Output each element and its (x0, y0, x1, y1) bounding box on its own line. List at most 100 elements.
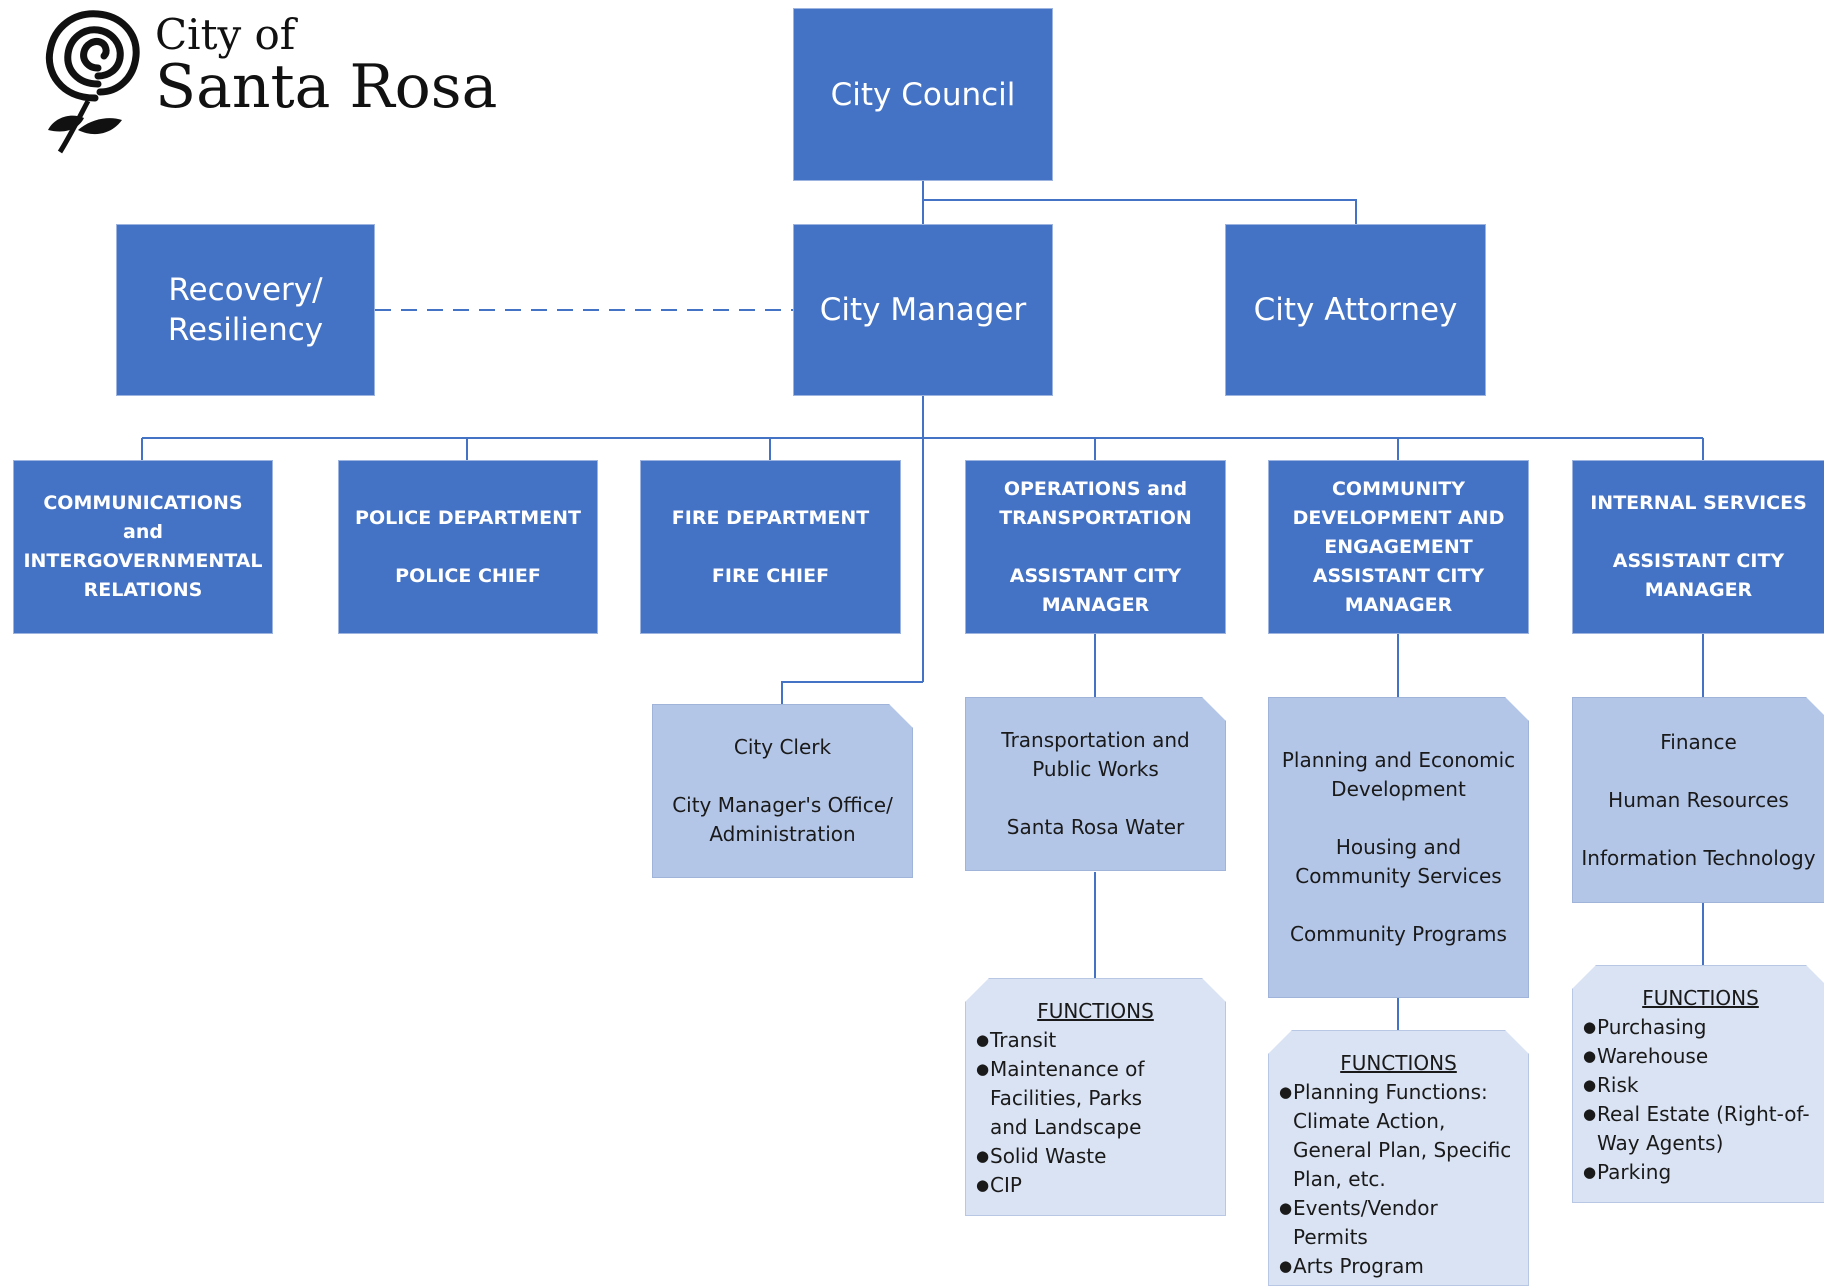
human-resources-label: Human Resources (1608, 787, 1789, 812)
internal-services-name: INTERNAL SERVICES (1590, 492, 1807, 514)
housing-line: Community Services (1295, 864, 1502, 888)
connector-manager-clerk (781, 681, 923, 705)
communications-line: and (123, 521, 163, 543)
function-item: Transit (976, 1026, 1215, 1055)
functions-title: FUNCTIONS (1037, 999, 1154, 1023)
function-item-text: Solid Waste (990, 1144, 1107, 1168)
city-manager-box: City Manager (793, 224, 1053, 396)
internal-functions-box: FUNCTIONS PurchasingWarehouseRiskReal Es… (1572, 965, 1824, 1203)
city-council-label: City Council (830, 76, 1016, 113)
community-functions-list: Planning Functions: Climate Action, Genera… (1279, 1078, 1518, 1281)
functions-title: FUNCTIONS (1340, 1051, 1457, 1075)
operations-functions-box: FUNCTIONS TransitMaintenance of Facilitie… (965, 978, 1226, 1216)
community-programs-label: Community Programs (1290, 922, 1507, 946)
fire-dept-head: FIRE CHIEF (711, 564, 830, 587)
operations-head-line: ASSISTANT CITY (1009, 564, 1182, 587)
function-item: Arts Program (1279, 1252, 1518, 1281)
community-line: DEVELOPMENT AND (1292, 506, 1505, 529)
cmo-line: Administration (709, 822, 856, 846)
city-clerk-label: City Clerk (733, 735, 832, 759)
function-item: Purchasing (1583, 1013, 1818, 1042)
function-item: CIP (976, 1171, 1215, 1200)
function-item: Real Estate (Right-of- Way Agents) (1583, 1100, 1818, 1158)
police-dept-head: POLICE CHIEF (395, 564, 541, 587)
community-line: COMMUNITY (1331, 477, 1466, 500)
recovery-label-line2: Resiliency (167, 312, 324, 348)
function-item: Risk (1583, 1071, 1818, 1100)
function-item-text: Purchasing (1597, 1015, 1707, 1039)
cmo-line: City Manager's Office/ (672, 793, 893, 817)
function-item-text: Parking (1597, 1160, 1672, 1184)
internal-head-line: ASSISTANT CITY (1612, 550, 1785, 572)
community-line: ASSISTANT CITY (1312, 564, 1485, 587)
communications-line: COMMUNICATIONS (43, 492, 243, 514)
dept-internal-services-box: INTERNAL SERVICES ASSISTANT CITY MANAGER (1572, 460, 1824, 634)
operations-head-line: MANAGER (1041, 593, 1150, 616)
tpw-line: Transportation and (1001, 728, 1190, 752)
function-item-text: Real Estate (Right-of- (1597, 1102, 1810, 1126)
city-logo: City of Santa Rosa (40, 6, 497, 156)
function-item-text: Arts Program (1293, 1254, 1424, 1278)
planning-line: Planning and Economic (1281, 748, 1516, 772)
police-dept-name: POLICE DEPARTMENT (355, 506, 581, 529)
recovery-resiliency-box: Recovery/ Resiliency (116, 224, 375, 396)
planning-line: Development (1331, 777, 1466, 801)
finance-label: Finance (1660, 729, 1737, 754)
function-item: Planning Functions: Climate Action, Genera… (1279, 1078, 1518, 1194)
dept-fire-box: FIRE DEPARTMENT FIRE CHIEF (640, 460, 901, 634)
city-manager-label: City Manager (819, 292, 1027, 328)
function-item-text: Warehouse (1597, 1044, 1709, 1068)
operations-name-line: TRANSPORTATION (999, 506, 1192, 529)
function-item-text: CIP (990, 1173, 1022, 1197)
function-item: Solid Waste (976, 1142, 1215, 1171)
connector-council-attorney (923, 199, 1357, 225)
rose-icon (45, 10, 140, 154)
function-item: Warehouse (1583, 1042, 1818, 1071)
santa-rosa-water-label: Santa Rosa Water (1006, 815, 1185, 839)
city-attorney-box: City Attorney (1225, 224, 1486, 396)
city-clerk-box: City Clerk City Manager's Office/ Admini… (652, 704, 913, 878)
recovery-label-line1: Recovery/ (168, 272, 323, 308)
function-item-text: Maintenance of (990, 1057, 1145, 1081)
housing-line: Housing and (1335, 835, 1462, 859)
function-item-text: Planning Functions: (1293, 1080, 1488, 1104)
function-item-text: and Landscape (990, 1115, 1142, 1139)
city-attorney-label: City Attorney (1253, 292, 1458, 328)
information-technology-label: Information Technology (1581, 845, 1816, 870)
function-item-text: Plan, etc. (1293, 1167, 1386, 1191)
communications-line: INTERGOVERNMENTAL (23, 550, 263, 572)
dept-communications-box: COMMUNICATIONS and INTERGOVERNMENTAL REL… (13, 460, 273, 634)
logo-city-of-text: City of (155, 10, 296, 59)
function-item: Parking (1583, 1158, 1818, 1187)
logo-santa-rosa-text: Santa Rosa (155, 52, 498, 122)
community-line: MANAGER (1344, 593, 1453, 616)
dept-operations-box: OPERATIONS and TRANSPORTATION ASSISTANT … (965, 460, 1226, 634)
internal-functions-list: PurchasingWarehouseRiskReal Estate (Righ… (1583, 1013, 1818, 1187)
dept-police-box: POLICE DEPARTMENT POLICE CHIEF (338, 460, 598, 634)
function-item-text: Permits (1293, 1225, 1368, 1249)
communications-line: RELATIONS (83, 579, 203, 601)
dept-community-box: COMMUNITY DEVELOPMENT AND ENGAGEMENT ASS… (1268, 460, 1529, 634)
fire-dept-name: FIRE DEPARTMENT (671, 506, 870, 529)
function-item-text: Way Agents) (1597, 1131, 1724, 1155)
internal-units-box: Finance Human Resources Information Tech… (1572, 697, 1824, 903)
function-item-text: Events/Vendor (1293, 1196, 1438, 1220)
operations-functions-list: TransitMaintenance of Facilities, Parks an… (976, 1026, 1215, 1200)
function-item-text: General Plan, Specific (1293, 1138, 1512, 1162)
function-item-text: Facilities, Parks (990, 1086, 1143, 1110)
operations-units-box: Transportation and Public Works Santa Ro… (965, 697, 1226, 871)
community-units-box: Planning and Economic Development Housin… (1268, 697, 1529, 998)
function-item-text: Climate Action, (1293, 1109, 1446, 1133)
function-item-text: Risk (1597, 1073, 1639, 1097)
function-item-text: Transit (990, 1028, 1057, 1052)
operations-name-line: OPERATIONS and (1003, 477, 1188, 500)
city-council-box: City Council (793, 8, 1053, 181)
functions-title: FUNCTIONS (1642, 986, 1759, 1010)
internal-head-line: MANAGER (1644, 579, 1753, 601)
function-item: Maintenance of Facilities, Parks and Lands… (976, 1055, 1215, 1142)
tpw-line: Public Works (1032, 757, 1159, 781)
community-functions-box: FUNCTIONS Planning Functions: Climate Act… (1268, 1030, 1529, 1286)
community-line: ENGAGEMENT (1324, 535, 1473, 558)
